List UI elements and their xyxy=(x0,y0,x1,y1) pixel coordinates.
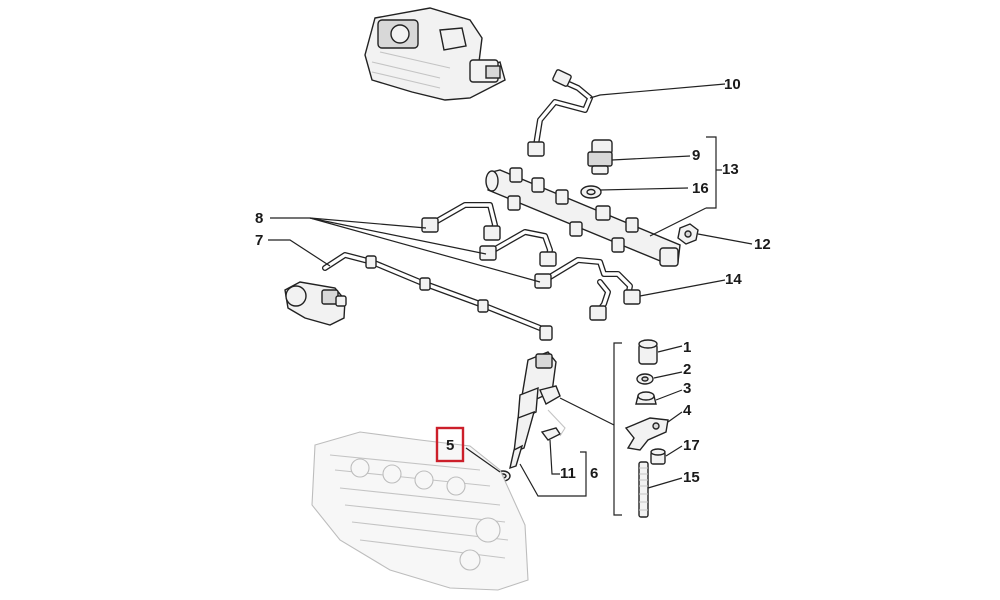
clamp-part-11 xyxy=(540,409,566,441)
washer-16 xyxy=(580,185,602,199)
rail-outlet-4 xyxy=(595,205,625,253)
clamp-fork-4 xyxy=(624,417,669,451)
callout-6: 6 xyxy=(590,465,598,482)
washer-2 xyxy=(636,373,654,385)
injector-pipe-1 xyxy=(421,202,501,241)
high-pressure-pump xyxy=(364,7,506,101)
cylinder-head xyxy=(311,431,529,591)
pressure-sensor-9 xyxy=(587,139,613,175)
callout-4: 4 xyxy=(683,402,692,419)
rail-outlet-3 xyxy=(555,189,583,237)
callout-11: 11 xyxy=(560,465,576,482)
nut-12 xyxy=(677,223,699,245)
callout-3: 3 xyxy=(683,380,691,397)
spacer-1 xyxy=(638,339,658,365)
high-pressure-pipe-10 xyxy=(527,69,593,157)
nut-17 xyxy=(650,448,666,465)
callout-10: 10 xyxy=(724,76,741,93)
callout-12: 12 xyxy=(754,236,771,253)
callout-17: 17 xyxy=(683,437,700,454)
callout-16: 16 xyxy=(692,180,709,197)
rail-outlet-5 xyxy=(625,217,639,233)
common-rail xyxy=(485,167,681,267)
callout-labels: 10 9 13 16 12 8 7 14 1 2 3 4 17 15 11 6 … xyxy=(255,76,771,486)
washer-3 xyxy=(635,391,657,405)
callout-2: 2 xyxy=(683,361,691,378)
leader-lines xyxy=(268,83,753,516)
callout-13: 13 xyxy=(722,161,739,178)
stud-15 xyxy=(638,461,649,518)
callout-1: 1 xyxy=(683,339,691,356)
injector xyxy=(509,351,561,470)
highlight-box-callout-5 xyxy=(435,426,465,463)
callout-9: 9 xyxy=(692,147,700,164)
callout-5: 5 xyxy=(446,437,454,454)
leak-off-pipe-7 xyxy=(322,252,553,341)
injector-pipe-3 xyxy=(534,257,641,305)
rail-outlet-2 xyxy=(531,177,545,193)
rail-outlet-1 xyxy=(507,167,523,211)
regulator-valve xyxy=(284,281,347,326)
injector-pipe-2 xyxy=(479,229,557,267)
callout-7: 7 xyxy=(255,232,263,249)
callout-14: 14 xyxy=(725,271,742,288)
callout-8: 8 xyxy=(255,210,263,227)
callout-15: 15 xyxy=(683,469,700,486)
injector-pipe-4 xyxy=(589,279,611,321)
